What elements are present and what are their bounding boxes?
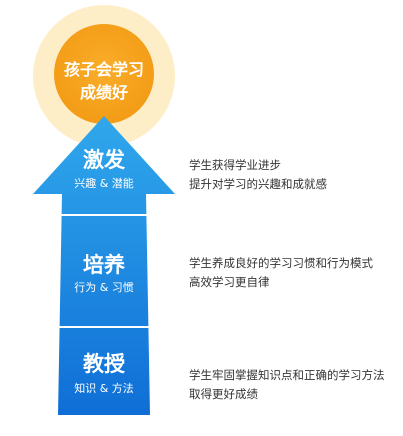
stage-1-subtitle: 兴趣 & 潜能	[74, 177, 134, 190]
stage-2-description: 学生养成良好的学习习惯和行为模式 高效学习更自律	[189, 254, 399, 292]
stage-1-desc-line-2: 提升对学习的兴趣和成就感	[189, 177, 327, 191]
goal-label: 孩子会学习 成绩好	[54, 46, 154, 116]
stage-1-description: 学生获得学业进步 提升对学习的兴趣和成就感	[189, 156, 399, 194]
stage-3-desc-line-2: 取得更好成绩	[189, 387, 258, 401]
stage-1-desc-line-1: 学生获得学业进步	[189, 158, 281, 172]
stage-2-title: 培养	[83, 253, 125, 277]
stage-3-description: 学生牢固掌握知识点和正确的学习方法 取得更好成绩	[189, 366, 399, 404]
stage-3-title: 教授	[83, 352, 125, 376]
stage-2-subtitle: 行为 & 习惯	[74, 281, 134, 294]
goal-circle	[54, 24, 154, 124]
stage-1-title: 激发	[83, 148, 125, 172]
upward-arrow	[33, 116, 175, 415]
stage-2-desc-line-1: 学生养成良好的学习习惯和行为模式	[189, 256, 373, 270]
stage-3-desc-line-1: 学生牢固掌握知识点和正确的学习方法	[189, 368, 385, 382]
stage-3-subtitle: 知识 & 方法	[74, 382, 134, 395]
goal-line-1: 孩子会学习	[63, 60, 144, 79]
stage-2-desc-line-2: 高效学习更自律	[189, 275, 270, 289]
goal-line-2: 成绩好	[79, 83, 128, 102]
